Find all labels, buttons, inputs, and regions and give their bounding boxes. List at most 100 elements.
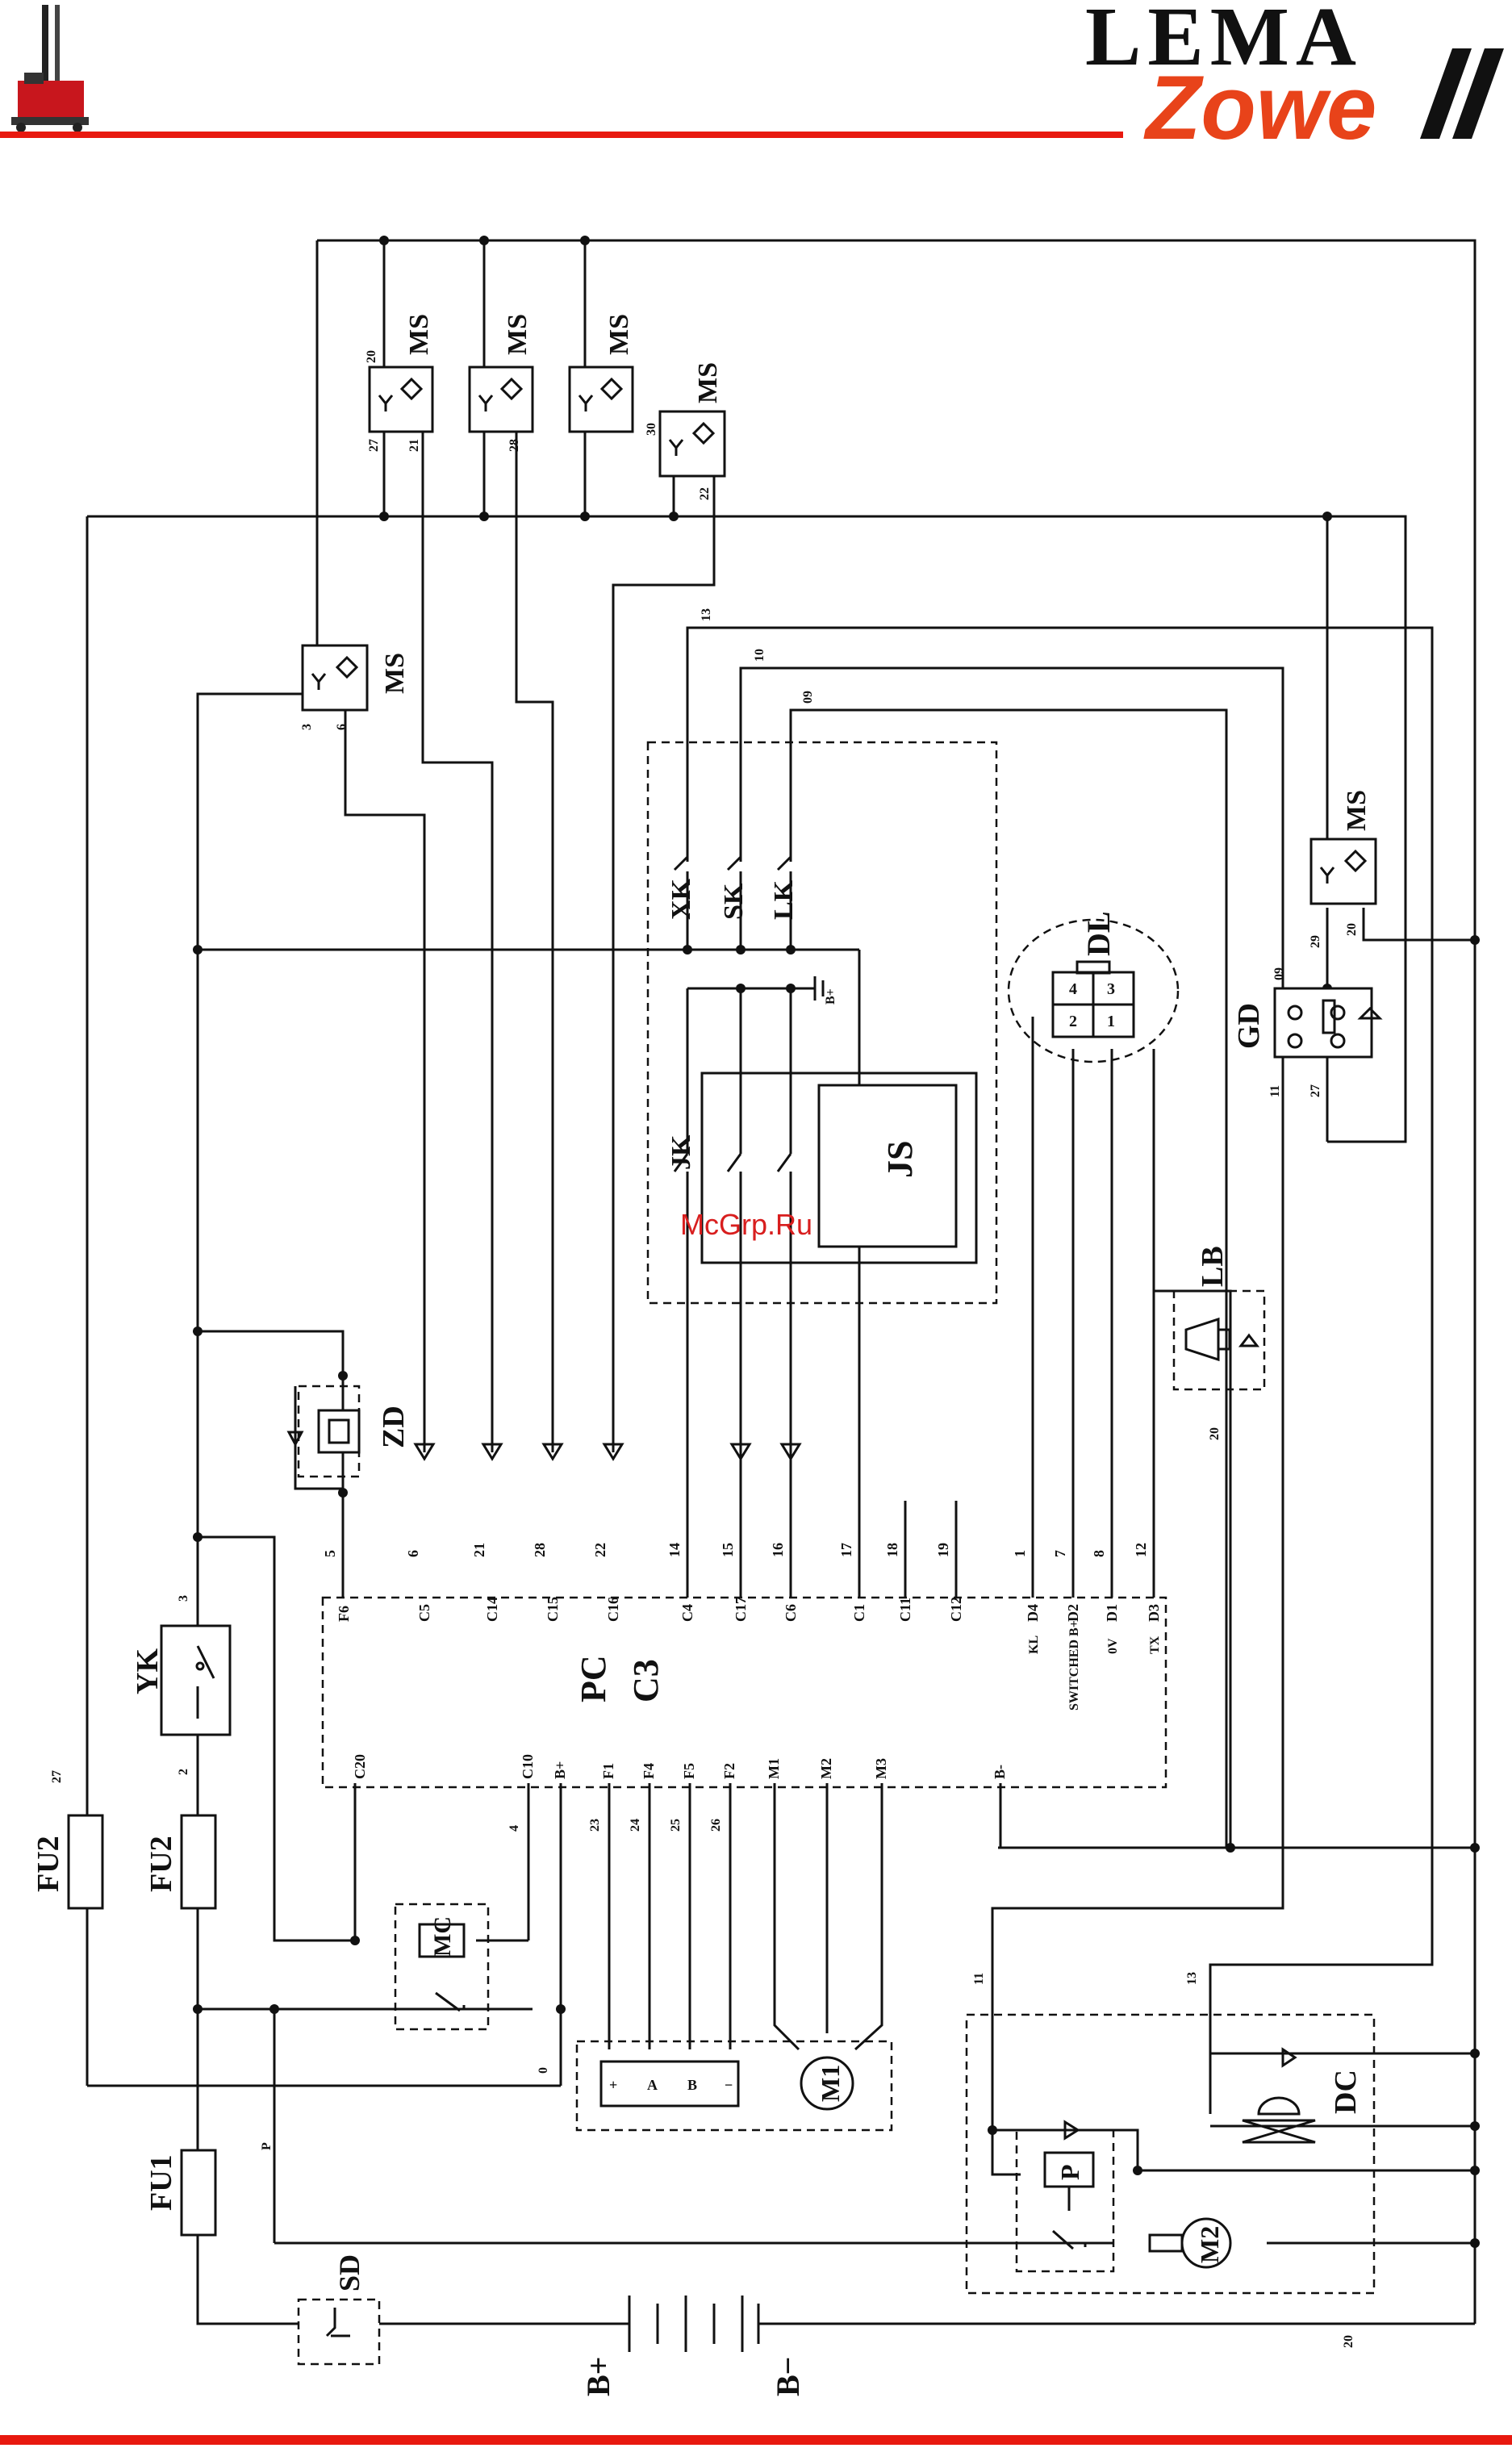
svg-text:0: 0 <box>537 2067 550 2074</box>
svg-text:20: 20 <box>365 350 378 363</box>
svg-text:C17: C17 <box>733 1597 749 1622</box>
label-fu2-a: FU2 <box>31 1836 65 1892</box>
yk-key-switch <box>160 1624 232 1736</box>
svg-text:09: 09 <box>801 691 815 704</box>
label-mc: MC <box>429 1916 456 1957</box>
svg-text:11: 11 <box>1268 1085 1282 1097</box>
junction-dots <box>193 236 1480 2248</box>
svg-text:F2: F2 <box>721 1763 737 1779</box>
mc-contactor <box>394 1903 490 2031</box>
meter-terminals: + A B − <box>609 2077 733 2093</box>
label-gd: GD <box>1232 1003 1266 1049</box>
js-dashed-box <box>646 741 998 1305</box>
svg-text:C4: C4 <box>679 1604 695 1622</box>
svg-text:M1: M1 <box>766 1758 782 1779</box>
label-lb: LB <box>1196 1246 1230 1287</box>
svg-text:4: 4 <box>1069 980 1077 998</box>
wire-numbers-top: 5 6 21 28 22 14 15 16 17 18 19 1 7 8 12 <box>322 1543 1149 1557</box>
svg-text:3: 3 <box>1107 980 1115 998</box>
svg-text:20: 20 <box>1208 1427 1222 1440</box>
svg-text:F4: F4 <box>641 1763 657 1779</box>
svg-text:17: 17 <box>838 1543 854 1557</box>
component-labels: MS MS MS MS MS MS XK SK LK JK JS DL GD L… <box>31 314 1372 2396</box>
dl-connector <box>1007 918 1180 1063</box>
svg-text:6: 6 <box>335 724 349 730</box>
svg-text:22: 22 <box>592 1543 608 1557</box>
svg-text:3: 3 <box>300 724 314 730</box>
logo-zowe: Zowe <box>1143 57 1376 158</box>
svg-text:27: 27 <box>367 439 381 452</box>
svg-text:C5: C5 <box>416 1604 432 1622</box>
forklift-icon <box>11 5 89 132</box>
svg-text:C20: C20 <box>352 1754 368 1779</box>
svg-text:16: 16 <box>770 1543 786 1557</box>
svg-text:2: 2 <box>177 1769 190 1775</box>
svg-text:6: 6 <box>405 1550 421 1557</box>
label-xk: XK <box>666 878 696 920</box>
svg-text:21: 21 <box>407 439 421 452</box>
svg-text:30: 30 <box>645 423 658 436</box>
lb-horn <box>1172 1289 1266 1391</box>
svg-text:0V: 0V <box>1106 1638 1120 1654</box>
svg-text:C16: C16 <box>605 1597 621 1622</box>
label-jk: JK <box>666 1134 696 1170</box>
svg-text:F5: F5 <box>681 1763 697 1779</box>
footer-red-bar <box>0 2435 1512 2445</box>
svg-text:11: 11 <box>972 1973 986 1985</box>
label-sk: SK <box>719 883 749 920</box>
label-ms-5: MS <box>380 653 410 694</box>
svg-text:C6: C6 <box>783 1604 799 1622</box>
svg-text:TX: TX <box>1148 1635 1162 1654</box>
label-pc: PC <box>574 1655 613 1702</box>
gd-block <box>1273 987 1383 1059</box>
svg-text:27: 27 <box>50 1770 64 1783</box>
svg-text:F1: F1 <box>600 1763 616 1779</box>
svg-text:24: 24 <box>629 1819 642 1832</box>
label-ms-1: MS <box>404 314 434 355</box>
svg-text:D3: D3 <box>1146 1604 1162 1622</box>
sd-emergency-stop <box>297 2298 381 2366</box>
label-dc: DC <box>1329 2070 1363 2114</box>
svg-text:23: 23 <box>588 1819 602 1832</box>
svg-text:D1: D1 <box>1104 1604 1120 1622</box>
controller-small-pins: KL SWITCHED B+ 0V TX <box>1027 1620 1162 1711</box>
svg-text:B: B <box>687 2077 697 2093</box>
svg-text:2: 2 <box>1069 1013 1077 1030</box>
svg-text:13: 13 <box>1185 1972 1199 1985</box>
svg-text:15: 15 <box>720 1543 736 1557</box>
controller-top-pins: F6 C5 C14 C15 C16 C4 C17 C6 C1 C11 C12 D… <box>336 1597 1162 1622</box>
svg-text:12: 12 <box>1133 1543 1149 1557</box>
svg-text:B+: B+ <box>824 988 837 1005</box>
svg-text:C11: C11 <box>897 1598 913 1622</box>
svg-text:C1: C1 <box>851 1604 867 1622</box>
svg-text:18: 18 <box>884 1543 900 1557</box>
label-yk: YK <box>131 1648 165 1694</box>
svg-text:09: 09 <box>1272 967 1286 980</box>
svg-text:1: 1 <box>1107 1013 1115 1030</box>
svg-text:D2: D2 <box>1065 1604 1081 1622</box>
svg-text:28: 28 <box>507 439 521 452</box>
svg-text:+: + <box>609 2077 617 2093</box>
svg-text:C15: C15 <box>545 1597 561 1622</box>
label-ms-6: MS <box>1342 790 1372 831</box>
label-ms-4: MS <box>693 362 723 403</box>
label-ms-2: MS <box>503 314 533 355</box>
svg-text:20: 20 <box>1342 2335 1355 2348</box>
svg-text:A: A <box>647 2077 658 2093</box>
svg-text:10: 10 <box>753 649 766 662</box>
svg-text:20: 20 <box>1345 923 1359 936</box>
svg-text:27: 27 <box>1309 1084 1322 1097</box>
svg-text:26: 26 <box>709 1819 723 1832</box>
fuses <box>67 1814 217 2237</box>
svg-text:C12: C12 <box>948 1597 964 1622</box>
svg-text:C14: C14 <box>484 1597 500 1622</box>
zd-relay <box>286 1385 361 1490</box>
header: LEMA Zowe <box>0 0 1504 158</box>
label-lk: LK <box>769 879 799 920</box>
svg-text:19: 19 <box>935 1543 951 1557</box>
wire-numbers-misc: 3 2 27 4 23 24 25 26 0 P 20 11 13 20 B+ <box>50 988 1355 2348</box>
svg-text:−: − <box>725 2077 733 2093</box>
js-block <box>817 1084 958 1248</box>
svg-text:13: 13 <box>700 608 713 621</box>
